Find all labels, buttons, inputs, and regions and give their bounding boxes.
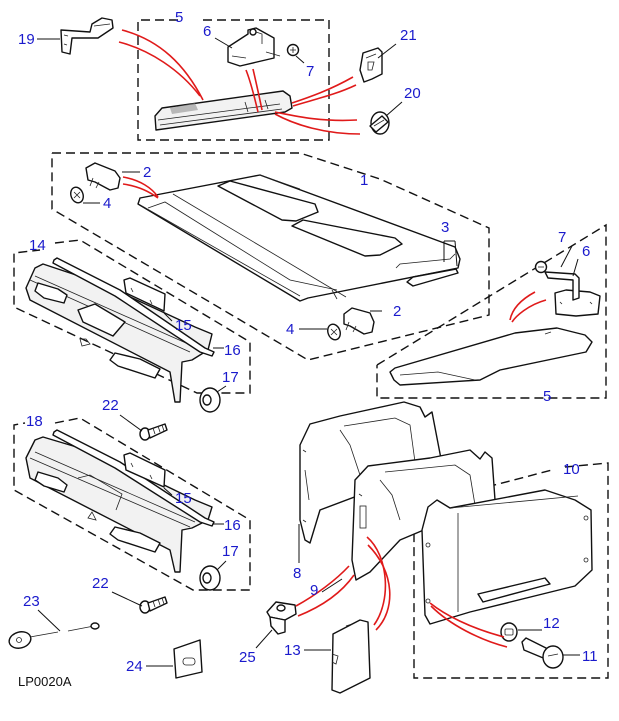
part-7-nut-right [534,260,548,274]
part-18-finisher [25,436,213,573]
part-1-parcel-shelf [137,174,461,302]
part-14-finisher [25,263,213,403]
part-12-grommet [500,622,518,642]
part-15-bracket-lower [123,452,166,488]
part-19-bracket [60,17,114,55]
callout-5-top: 5 [175,9,183,26]
callout-15-upper: 15 [175,317,192,334]
callout-24: 24 [126,658,143,675]
part-24-cover-plate [173,639,203,679]
part-22-screw-upper [139,423,168,441]
figure-code: LP0020A [18,674,72,689]
callout-19: 19 [18,31,35,48]
callout-7-right: 7 [558,229,566,246]
part-21-clip [359,47,383,83]
callout-14: 14 [29,237,46,254]
callout-1: 1 [360,172,368,189]
part-17-grommet-lower [199,565,221,591]
callout-2-upper: 2 [143,164,151,181]
group-box-1 [51,152,490,361]
group-box-18 [13,417,251,591]
callout-15-lower: 15 [175,490,192,507]
callout-21: 21 [400,27,417,44]
part-5-panel-right [389,327,593,386]
callout-12: 12 [543,615,560,632]
part-4-grommet-upper [70,186,84,204]
part-5-hinge-panel-top [154,90,293,131]
part-15-bracket-upper [123,277,166,312]
callout-2-lower: 2 [393,303,401,320]
part-9-side-trim [351,449,496,581]
group-box-14 [13,239,251,394]
part-10-storage-pocket [421,489,593,625]
part-17-grommet-upper [199,387,221,413]
callout-22-lower: 22 [92,575,109,592]
callout-9: 9 [310,582,318,599]
part-22-screw-lower [139,596,168,614]
callout-17-upper: 17 [222,369,239,386]
callout-3: 3 [441,219,449,236]
part-11-fastener [521,637,564,669]
callout-11: 11 [582,648,598,665]
part-7-nut-top [286,43,300,57]
part-16-seal-upper [52,257,215,357]
part-23-lanyard [8,622,100,649]
part-25-catch [266,601,297,635]
callout-8: 8 [293,565,301,582]
callout-23: 23 [23,593,40,610]
callout-10: 10 [563,461,580,478]
fitting-lines [118,29,547,648]
callout-16-upper: 16 [224,342,241,359]
callout-16-lower: 16 [224,517,241,534]
part-6-hinge-top [227,27,281,67]
callout-6-right: 6 [582,243,590,260]
callout-4-upper: 4 [103,195,111,212]
part-20-push-fastener [369,111,390,135]
part-6-hinge-right [544,271,601,317]
part-13-access-panel [331,619,371,694]
callout-17-lower: 17 [222,543,239,560]
callout-5-right: 5 [543,388,551,405]
group-box-5-right [376,223,607,399]
group-box-5-top [137,19,330,141]
leader-lines [37,37,580,667]
callout-6-top: 6 [203,23,211,40]
callout-7-top: 7 [306,63,314,80]
callout-4-lower: 4 [286,321,294,338]
part-2-hinge-cover-upper [85,162,121,191]
callout-18: 18 [26,413,43,430]
callout-25: 25 [239,649,256,666]
callout-22-upper: 22 [102,397,119,414]
callout-13: 13 [284,642,301,659]
part-2-hinge-cover-lower [343,307,375,335]
part-4-grommet-lower [327,323,341,341]
callout-20: 20 [404,85,421,102]
